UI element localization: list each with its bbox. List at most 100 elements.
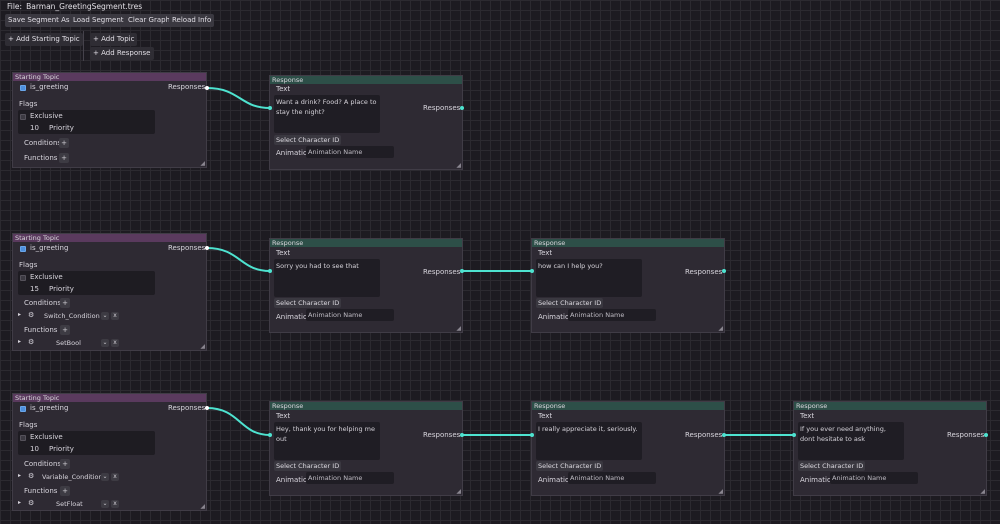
- exclusive-checkbox[interactable]: [20, 114, 26, 120]
- response-text-input[interactable]: I really appreciate it, seriously.: [536, 422, 642, 460]
- add-condition-button[interactable]: +: [60, 459, 70, 469]
- add-condition-button[interactable]: +: [59, 138, 69, 148]
- priority-value[interactable]: 10: [30, 445, 39, 453]
- expand-arrow-icon[interactable]: ▸: [18, 472, 22, 479]
- response-text-input[interactable]: Want a drink? Food? A place to stay the …: [274, 95, 380, 133]
- starting-topic-node-3[interactable]: Starting Topic is_greeting Responses Fla…: [12, 393, 207, 511]
- input-port[interactable]: [792, 433, 796, 437]
- animation-name-input[interactable]: Animation Name: [568, 472, 656, 484]
- add-starting-topic-button[interactable]: + Add Starting Topic: [5, 33, 83, 46]
- node-title: Response: [270, 76, 462, 84]
- input-port[interactable]: [268, 433, 272, 437]
- save-segment-button[interactable]: Save Segment As...: [5, 14, 80, 27]
- select-character-button[interactable]: Select Character ID: [274, 135, 342, 145]
- gear-icon: ⚙: [28, 338, 35, 346]
- animation-name-input[interactable]: Animation Name: [830, 472, 918, 484]
- text-label: Text: [800, 412, 815, 420]
- output-port[interactable]: [460, 269, 464, 273]
- exclusive-checkbox[interactable]: [20, 435, 26, 441]
- responses-label: Responses: [423, 104, 461, 112]
- output-port[interactable]: [722, 269, 726, 273]
- resize-grip-icon[interactable]: ◢: [456, 488, 461, 495]
- animation-name-input[interactable]: Animation Name: [568, 309, 656, 321]
- output-port[interactable]: [205, 406, 209, 410]
- select-character-button[interactable]: Select Character ID: [274, 298, 342, 308]
- response-text-input[interactable]: Hey, thank you for helping me out: [274, 422, 380, 460]
- close-icon[interactable]: x: [111, 500, 119, 508]
- output-port[interactable]: [205, 86, 209, 90]
- input-port[interactable]: [268, 106, 272, 110]
- select-character-button[interactable]: Select Character ID: [536, 461, 604, 471]
- add-function-button[interactable]: +: [60, 325, 70, 335]
- output-port[interactable]: [984, 433, 988, 437]
- select-character-button[interactable]: Select Character ID: [536, 298, 604, 308]
- priority-label: Priority: [49, 124, 74, 132]
- select-character-button[interactable]: Select Character ID: [274, 461, 342, 471]
- load-segment-button[interactable]: Load Segment: [70, 14, 127, 27]
- response-node-6[interactable]: Response Text If you ever need anything,…: [793, 401, 987, 496]
- functions-label: Functions: [24, 154, 58, 162]
- response-node-3[interactable]: Response Text how can I help you? Respon…: [531, 238, 725, 333]
- response-text-input[interactable]: how can I help you?: [536, 259, 642, 297]
- starting-topic-node-2[interactable]: Starting Topic is_greeting Responses Fla…: [12, 233, 207, 351]
- reload-info-button[interactable]: Reload Info: [169, 14, 215, 27]
- resize-grip-icon[interactable]: ◢: [200, 503, 205, 510]
- add-function-button[interactable]: +: [60, 486, 70, 496]
- response-node-2[interactable]: Response Text Sorry you had to see that …: [269, 238, 463, 333]
- expand-arrow-icon[interactable]: ▸: [18, 311, 22, 318]
- greeting-label: is_greeting: [30, 83, 69, 91]
- animation-name-input[interactable]: Animation Name: [306, 472, 394, 484]
- close-icon[interactable]: x: [111, 339, 119, 347]
- chevron-down-icon[interactable]: ⌄: [101, 500, 109, 508]
- clear-graph-button[interactable]: Clear Graph: [125, 14, 174, 27]
- animation-label: Animation: [276, 476, 312, 484]
- output-port[interactable]: [205, 246, 209, 250]
- priority-value[interactable]: 15: [30, 285, 39, 293]
- flags-label: Flags: [19, 261, 38, 269]
- text-label: Text: [276, 85, 291, 93]
- select-character-button[interactable]: Select Character ID: [798, 461, 866, 471]
- response-text-input[interactable]: If you ever need anything, dont hesitate…: [798, 422, 904, 460]
- input-port[interactable]: [268, 269, 272, 273]
- output-port[interactable]: [460, 106, 464, 110]
- chevron-down-icon[interactable]: ⌄: [101, 473, 109, 481]
- chevron-down-icon[interactable]: ⌄: [101, 339, 109, 347]
- responses-label: Responses: [947, 431, 985, 439]
- input-port[interactable]: [530, 269, 534, 273]
- priority-value[interactable]: 10: [30, 124, 39, 132]
- resize-grip-icon[interactable]: ◢: [718, 488, 723, 495]
- output-port[interactable]: [460, 433, 464, 437]
- response-node-5[interactable]: Response Text I really appreciate it, se…: [531, 401, 725, 496]
- conditions-label: Conditions: [24, 299, 62, 307]
- greeting-checkbox[interactable]: [20, 406, 26, 412]
- expand-arrow-icon[interactable]: ▸: [18, 499, 22, 506]
- greeting-checkbox[interactable]: [20, 85, 26, 91]
- add-topic-button[interactable]: + Add Topic: [90, 33, 138, 46]
- starting-topic-node-1[interactable]: Starting Topic is_greeting Responses Fla…: [12, 72, 207, 168]
- expand-arrow-icon[interactable]: ▸: [18, 338, 22, 345]
- input-port[interactable]: [530, 433, 534, 437]
- close-icon[interactable]: x: [111, 473, 119, 481]
- resize-grip-icon[interactable]: ◢: [980, 488, 985, 495]
- chevron-down-icon[interactable]: ⌄: [101, 312, 109, 320]
- exclusive-checkbox[interactable]: [20, 275, 26, 281]
- resize-grip-icon[interactable]: ◢: [718, 325, 723, 332]
- add-response-button[interactable]: + Add Response: [90, 47, 154, 60]
- add-condition-button[interactable]: +: [60, 298, 70, 308]
- node-title: Response: [270, 402, 462, 410]
- resize-grip-icon[interactable]: ◢: [456, 162, 461, 169]
- greeting-checkbox[interactable]: [20, 246, 26, 252]
- resize-grip-icon[interactable]: ◢: [456, 325, 461, 332]
- resize-grip-icon[interactable]: ◢: [200, 160, 205, 167]
- node-title: Response: [270, 239, 462, 247]
- response-node-4[interactable]: Response Text Hey, thank you for helping…: [269, 401, 463, 496]
- add-function-button[interactable]: +: [59, 153, 69, 163]
- response-text-input[interactable]: Sorry you had to see that: [274, 259, 380, 297]
- animation-name-input[interactable]: Animation Name: [306, 146, 394, 158]
- response-node-1[interactable]: Response Text Want a drink? Food? A plac…: [269, 75, 463, 170]
- close-icon[interactable]: x: [111, 312, 119, 320]
- text-label: Text: [276, 412, 291, 420]
- resize-grip-icon[interactable]: ◢: [200, 343, 205, 350]
- output-port[interactable]: [722, 433, 726, 437]
- animation-name-input[interactable]: Animation Name: [306, 309, 394, 321]
